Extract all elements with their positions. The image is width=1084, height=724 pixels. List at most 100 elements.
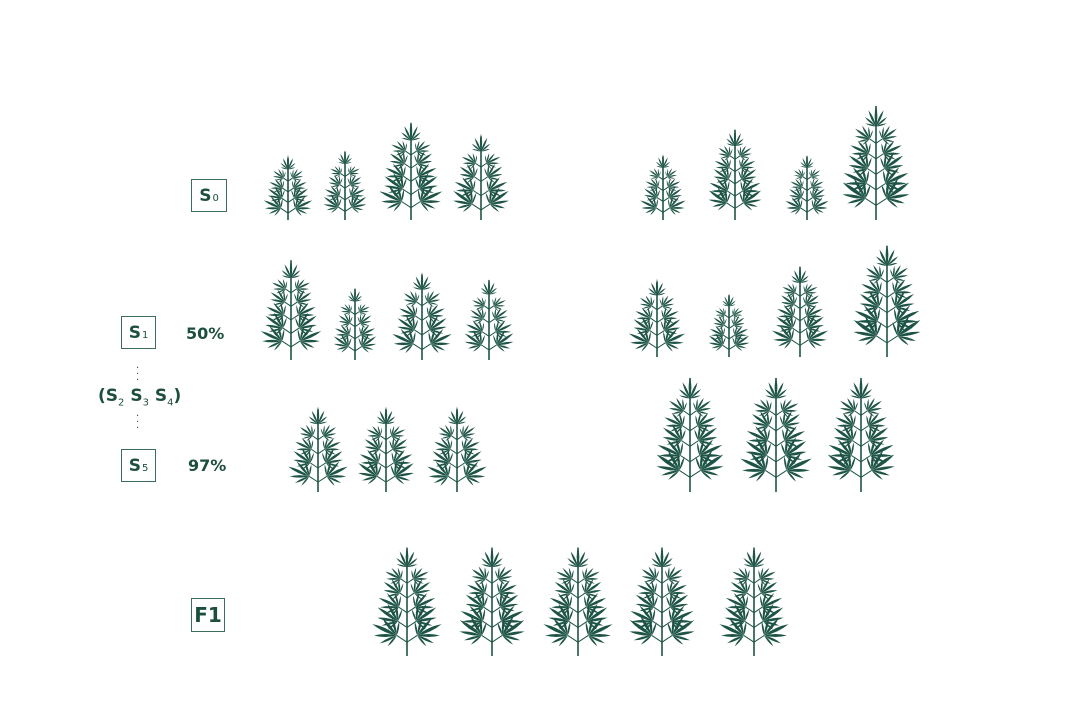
leaflet — [876, 110, 884, 127]
cannabis-plant-icon — [453, 133, 509, 220]
leaflet — [586, 606, 605, 609]
leaflet — [839, 408, 855, 411]
leaflet — [867, 410, 880, 415]
leaflet — [344, 150, 346, 164]
leaflet — [630, 611, 653, 622]
leaflet — [377, 464, 382, 477]
leaflet — [472, 593, 485, 599]
cannabis-plant-icon — [708, 293, 750, 357]
leaflet — [869, 437, 889, 441]
leaflet — [668, 470, 680, 480]
plant-branch — [485, 578, 493, 584]
leaflet — [358, 463, 378, 477]
plant-branch — [651, 635, 663, 643]
leaflet — [320, 428, 324, 436]
cannabis-plant-icon — [333, 288, 377, 360]
leaflet — [791, 280, 800, 283]
leaflet — [672, 635, 691, 641]
leaflet — [881, 126, 884, 139]
leaflet — [447, 437, 451, 450]
plant-branch — [349, 322, 356, 328]
leaflet — [883, 153, 891, 162]
leaflet — [325, 462, 340, 467]
leaflet — [584, 567, 594, 579]
leaflet — [878, 295, 883, 307]
leaflet — [855, 128, 870, 139]
paren-close: ) — [173, 386, 182, 406]
leaflet — [718, 307, 725, 316]
plant-branch — [662, 176, 668, 181]
leaflet — [651, 564, 662, 568]
leaflet — [309, 464, 312, 477]
leaflet — [757, 583, 762, 594]
leaflet — [783, 425, 792, 433]
leaflet — [879, 265, 882, 278]
leaflet — [282, 317, 287, 329]
leaflet — [663, 311, 679, 319]
leaflet — [293, 198, 296, 209]
leaflet — [364, 446, 380, 450]
leaflet — [742, 468, 766, 472]
leaflet — [668, 198, 670, 208]
plant-branch — [662, 197, 670, 202]
leaflet — [502, 635, 521, 641]
leaflet — [786, 468, 810, 472]
leaflet — [728, 170, 732, 180]
leaflet — [653, 187, 658, 193]
leaflet — [360, 334, 375, 336]
leaflet — [883, 170, 886, 184]
leaflet — [786, 470, 804, 479]
leaflet — [783, 414, 800, 426]
leaflet — [394, 476, 405, 485]
leaflet — [283, 305, 286, 316]
leaflet — [713, 169, 729, 180]
leaflet — [467, 153, 476, 164]
leaflet — [465, 476, 474, 486]
leaflet — [432, 459, 450, 463]
leaflet — [412, 304, 416, 316]
plant-branch — [287, 207, 296, 214]
leaflet — [586, 597, 607, 608]
leaflet — [481, 143, 491, 152]
plant-branch — [577, 592, 586, 599]
leaflet — [262, 339, 283, 343]
leaflet — [721, 634, 744, 637]
leaflet — [720, 157, 730, 168]
leaflet — [399, 308, 416, 316]
leaflet — [733, 577, 748, 580]
leaflet — [657, 288, 666, 296]
leaflet — [671, 611, 694, 622]
leaflet — [746, 551, 754, 568]
leaflet — [786, 470, 796, 482]
leaflet — [282, 158, 288, 170]
leaflet — [345, 157, 353, 164]
leaflet — [273, 188, 283, 193]
plant-branch — [726, 202, 736, 209]
leaflet — [648, 331, 651, 343]
leaflet — [459, 620, 482, 636]
leaflet — [876, 279, 880, 293]
leaflet — [272, 288, 286, 290]
leaflet — [415, 177, 420, 189]
leaflet — [427, 301, 434, 308]
leaflet — [548, 617, 569, 622]
plant-branch — [689, 455, 700, 463]
leaflet — [297, 289, 305, 303]
plant-branch — [484, 592, 493, 599]
leaflet — [734, 635, 744, 647]
leaflet — [891, 295, 896, 307]
leaflet — [885, 244, 889, 266]
leaflet — [587, 621, 598, 630]
leaflet — [637, 621, 653, 629]
leaflet — [663, 317, 678, 320]
leaflet — [743, 558, 754, 568]
leaflet — [348, 198, 352, 208]
leaflet — [756, 470, 766, 482]
leaflet — [562, 593, 571, 600]
leaflet — [420, 191, 443, 202]
leaflet — [324, 437, 328, 450]
leaflet — [292, 178, 298, 183]
leaflet — [474, 137, 481, 152]
leaflet — [396, 621, 400, 636]
leaflet — [372, 449, 380, 456]
